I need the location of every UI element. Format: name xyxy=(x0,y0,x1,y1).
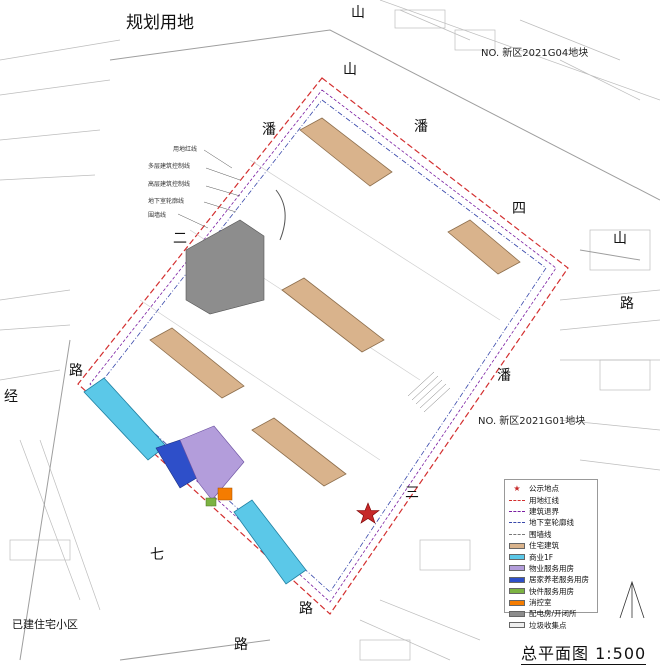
callout-leaders xyxy=(177,149,241,229)
road-char-bottom-2: 路 xyxy=(299,601,313,617)
legend-label: 用地红线 xyxy=(529,495,559,505)
legend-label: 地下室轮廓线 xyxy=(529,518,574,528)
legend-swatch xyxy=(509,522,525,524)
power-room xyxy=(185,219,265,315)
road-char-far-left: 经 xyxy=(4,389,18,405)
road-char-left-1: 二 xyxy=(173,231,187,247)
callout-wall-line: 围墙线 xyxy=(148,212,167,219)
setback-line xyxy=(89,89,557,603)
legend-item: 住宅建筑 xyxy=(509,540,593,551)
road-char-top-3: 潘 xyxy=(262,122,276,138)
commercial-south xyxy=(233,499,307,585)
road-char-bottom-3: 路 xyxy=(234,637,248,653)
callout-multistory-line: 多层建筑控制线 xyxy=(148,163,191,170)
legend-item: 地下室轮廓线 xyxy=(509,517,593,528)
ramp-hatch xyxy=(407,371,451,413)
legend-label: 建筑退界 xyxy=(529,506,559,516)
plot-label-southwest: 已建住宅小区 xyxy=(12,618,78,631)
legend-item: 配电房/开闭所 xyxy=(509,608,593,619)
drawing-title: 总平面图 1:500 xyxy=(521,640,647,665)
residential-building-3 xyxy=(281,277,385,353)
site-red-line xyxy=(77,77,569,615)
north-arrow xyxy=(619,580,645,619)
residential-building-1 xyxy=(299,117,393,187)
legend-item: ★ 公示地点 xyxy=(509,483,593,494)
residential-buildings xyxy=(149,117,521,487)
legend-item: 用地红线 xyxy=(509,494,593,505)
road-char-bottom-1: 七 xyxy=(150,547,164,563)
delivery-room xyxy=(205,497,217,507)
legend-item: 快件服务用房 xyxy=(509,586,593,597)
legend-label: 围墙线 xyxy=(529,529,552,539)
fire-control-room xyxy=(217,487,233,501)
residential-building-5 xyxy=(251,417,347,487)
road-char-topright-4: 路 xyxy=(620,296,634,312)
plot-label-north: NO. 新区2021G04地块 xyxy=(481,48,589,59)
legend-swatch xyxy=(509,554,525,561)
road-edges xyxy=(19,29,660,661)
legend-label: 住宅建筑 xyxy=(529,541,559,551)
commercial-west xyxy=(83,377,167,461)
legend-swatch xyxy=(509,499,525,501)
callout-highrise-line: 高层建筑控制线 xyxy=(148,181,191,188)
plot-label-east: NO. 新区2021G01地块 xyxy=(478,416,586,427)
legend-swatch xyxy=(509,565,525,572)
legend-swatch xyxy=(509,622,525,629)
star-icon: ★ xyxy=(513,483,521,493)
road-char-topright-2: 四 xyxy=(512,201,526,217)
publicity-star xyxy=(356,502,380,524)
legend-swatch xyxy=(509,533,525,535)
legend-item: 垃圾收集点 xyxy=(509,620,593,631)
property-room xyxy=(179,425,245,501)
legend-swatch xyxy=(509,588,525,595)
legend-item: 建筑退界 xyxy=(509,506,593,517)
map-title: 规划用地 xyxy=(126,13,194,33)
legend-label: 消控室 xyxy=(529,598,552,608)
legend-item: 消控室 xyxy=(509,597,593,608)
legend-item: 物业服务用房 xyxy=(509,563,593,574)
commercial-buildings xyxy=(83,377,307,585)
legend-label: 配电房/开闭所 xyxy=(529,609,577,619)
road-char-topright-1: 潘 xyxy=(414,119,428,135)
legend-swatch xyxy=(509,542,525,549)
legend-swatch xyxy=(509,599,525,606)
legend-swatch xyxy=(509,576,525,583)
power-room-curve xyxy=(275,189,286,241)
road-char-left-2: 路 xyxy=(69,363,83,379)
road-char-topright-3: 山 xyxy=(613,231,627,247)
legend-label: 公示地点 xyxy=(529,484,559,494)
legend-item: 围墙线 xyxy=(509,529,593,540)
road-char-top-2: 山 xyxy=(343,62,357,78)
legend-label: 商业1F xyxy=(529,552,554,562)
legend-label: 快件服务用房 xyxy=(529,586,574,596)
legend-item: 商业1F xyxy=(509,551,593,562)
callout-basement-line: 地下室轮廓线 xyxy=(148,198,185,205)
legend-label: 垃圾收集点 xyxy=(529,620,567,630)
road-char-top-1: 山 xyxy=(351,5,365,21)
road-char-rightmid-2: 三 xyxy=(405,485,419,501)
legend-label: 居家养老服务用房 xyxy=(529,575,589,585)
legend-swatch xyxy=(509,510,525,512)
road-char-rightmid-1: 潘 xyxy=(497,368,511,384)
residential-building-4 xyxy=(149,327,245,399)
residential-building-2 xyxy=(447,219,521,275)
legend-label: 物业服务用房 xyxy=(529,563,574,573)
callout-red-line: 用地红线 xyxy=(173,146,198,153)
legend-swatch xyxy=(509,610,525,617)
legend-item: 居家养老服务用房 xyxy=(509,574,593,585)
